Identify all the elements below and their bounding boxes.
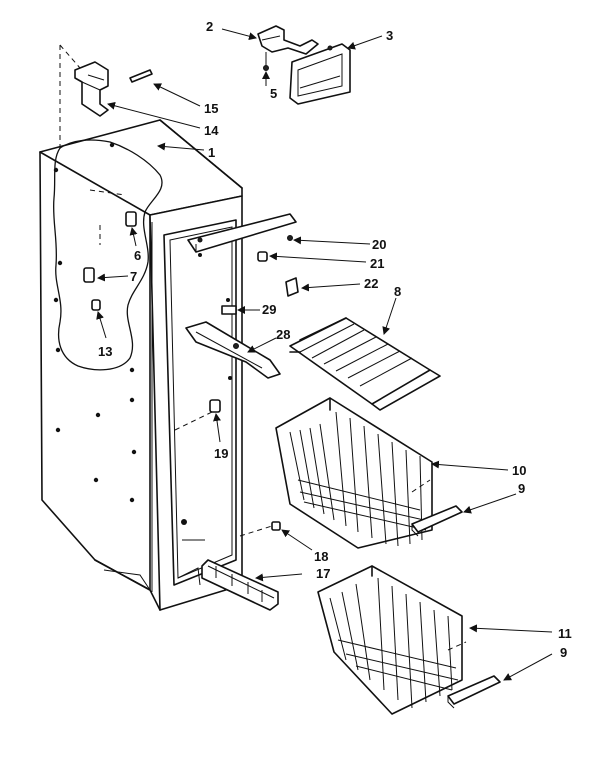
callout-13: 13 [98,344,112,359]
lower-trim [201,521,281,611]
callout-20: 20 [372,237,386,252]
callout-9-upper: 9 [518,481,525,496]
callout-28: 28 [276,327,290,342]
callout-14: 14 [204,123,219,138]
callout-3: 3 [386,28,393,43]
callout-1: 1 [208,145,215,160]
callout-8: 8 [394,284,401,299]
callout-9-lower: 9 [560,645,567,660]
callout-18: 18 [314,549,328,564]
callout-11: 11 [558,626,572,641]
callout-19: 19 [214,446,228,461]
callout-7: 7 [130,269,137,284]
callout-15: 15 [204,101,218,116]
basket-rail-upper [411,505,463,537]
callout-5: 5 [270,86,277,101]
callout-6: 6 [134,248,141,263]
callout-numbers: 2 3 5 15 14 1 6 7 13 20 21 22 8 29 28 19… [98,19,572,660]
basket-rail-lower [447,675,501,709]
callout-21: 21 [370,256,384,271]
top-brackets [257,25,351,105]
upper-freezer-basket [275,397,433,549]
wire-shelf [289,317,441,411]
callout-2: 2 [206,19,213,34]
callout-17: 17 [316,566,330,581]
freezer-liner [39,119,243,611]
callout-22: 22 [364,276,378,291]
light-shield-and-fasteners [185,213,299,413]
leader-lines [96,28,553,681]
callout-29: 29 [262,302,276,317]
callout-10: 10 [512,463,526,478]
hinge-bracket [59,44,153,150]
lower-freezer-basket [317,565,467,715]
